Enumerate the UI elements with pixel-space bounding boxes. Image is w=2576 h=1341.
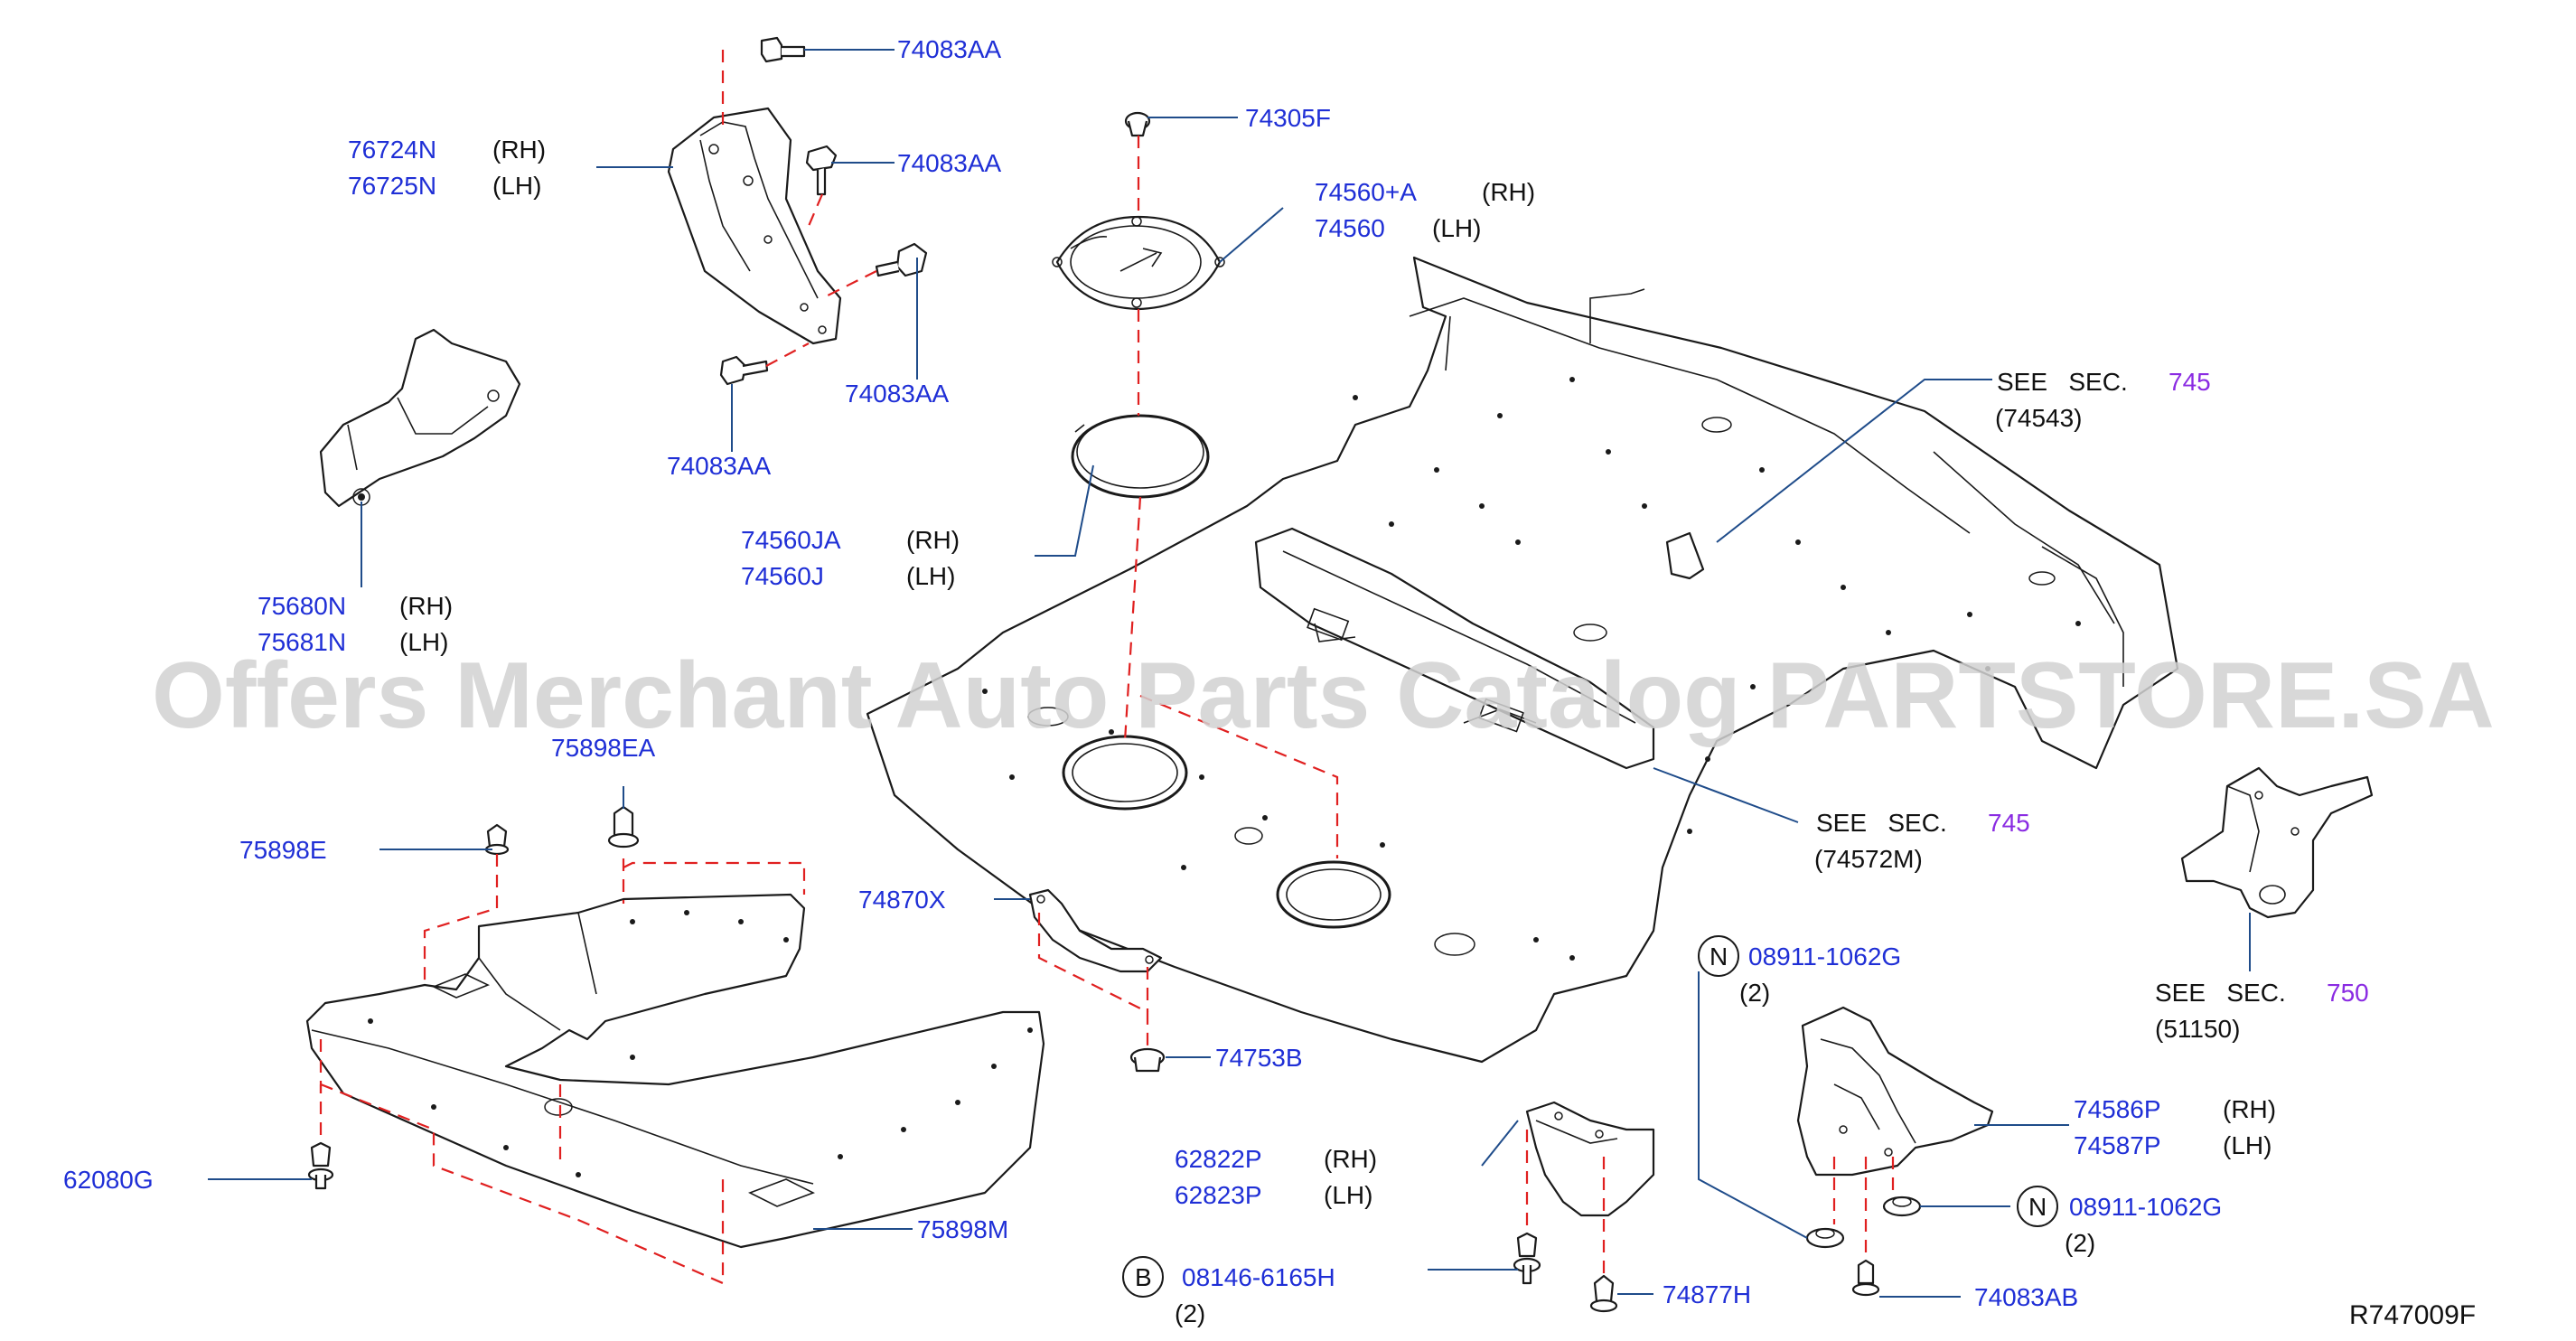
section-code: (51150) [2155,1015,2240,1043]
side-label: (LH) [1324,1181,1372,1209]
part-number[interactable]: 74560 [1315,214,1385,242]
under-cover-75898m [305,893,1045,1249]
section-code: (74572M) [1814,845,1923,873]
bracket-74870x [1028,888,1163,973]
side-label: (LH) [2223,1131,2272,1159]
section-code: (74543) [1995,404,2083,432]
side-label: (RH) [906,526,960,554]
bolt-icon [719,355,769,386]
side-label: (RH) [399,592,453,620]
nut-icon [1882,1196,1922,1217]
part-number[interactable]: 75681N [258,628,346,656]
part-number[interactable]: 74870X [858,886,946,914]
mudguard-62822p [1525,1101,1655,1217]
bracket-76724n [667,107,842,345]
part-number[interactable]: 74586P [2074,1095,2161,1123]
floor-panel [866,256,2179,1064]
side-label: (RH) [492,136,546,164]
bracket-51150 [2180,766,2374,919]
watermark: Offers Merchant Auto Parts Catalog PARTS… [152,643,2495,748]
side-label: (LH) [906,562,955,590]
bolt-icon [1513,1232,1541,1285]
see-section-label: SEE SEC. [1997,368,2128,396]
assembly-lines [319,50,1895,1285]
part-number[interactable]: 08146-6165H [1182,1263,1335,1291]
part-number[interactable]: 74083AA [897,149,1002,177]
bolt-icon [760,36,806,63]
see-section-label: SEE SEC. [1816,809,1947,837]
part-number[interactable]: 74560+A [1315,178,1417,206]
leader-lines [208,49,2251,1298]
grommet-icon [1129,1047,1166,1073]
badge-letter: B [1135,1263,1152,1291]
insulator-75680n [319,328,521,508]
part-number[interactable]: 62080G [63,1166,154,1194]
seal-ring [1071,414,1210,499]
diagram-reference-code: R747009F [2349,1300,2476,1330]
part-number[interactable]: 08911-1062G [2069,1193,2222,1221]
badge-letter: N [2028,1193,2047,1221]
part-number[interactable]: 62822P [1175,1145,1262,1173]
side-label: (RH) [2223,1095,2276,1123]
part-number[interactable]: 74083AB [1974,1283,2078,1311]
n-badge-icon [2017,1186,2058,1227]
section-number[interactable]: 745 [2169,368,2211,396]
bolt-icon [875,242,928,277]
fender-74586p [1796,1006,1994,1177]
part-number[interactable]: 75898M [917,1215,1008,1243]
b-badge-icon [1122,1256,1164,1298]
side-label: (LH) [492,172,541,200]
clip-icon [607,805,640,849]
part-number[interactable]: 75898E [239,836,327,864]
part-number[interactable]: 74305F [1245,104,1331,132]
part-number[interactable]: 74753B [1215,1044,1303,1072]
part-number[interactable]: 74877H [1663,1280,1751,1308]
part-number[interactable]: 76725N [348,172,436,200]
part-number[interactable]: 75680N [258,592,346,620]
section-number[interactable]: 750 [2327,979,2369,1007]
quantity: (2) [1739,979,1770,1007]
part-number[interactable]: 74083AA [845,380,950,408]
bolt-icon [1851,1259,1880,1297]
part-number[interactable]: 74560J [741,562,824,590]
part-number[interactable]: 62823P [1175,1181,1262,1209]
part-number[interactable]: 76724N [348,136,436,164]
n-badge-icon [1698,935,1739,977]
badge-letter: N [1710,942,1728,971]
side-label: (LH) [399,628,448,656]
part-number[interactable]: 74083AA [667,452,772,480]
part-number[interactable]: 74560JA [741,526,841,554]
side-label: (LH) [1432,214,1481,242]
part-number[interactable]: 75898EA [551,734,656,762]
nut-icon [1805,1227,1845,1249]
side-label: (RH) [1324,1145,1377,1173]
clip-icon [484,823,510,856]
part-number[interactable]: 74083AA [897,35,1002,63]
clip-icon [1589,1274,1618,1313]
quantity: (2) [2065,1229,2095,1257]
bolt-icon [307,1141,334,1190]
see-section-label: SEE SEC. [2155,979,2286,1007]
bolt-icon [805,145,838,196]
labels: 74083AA 74083AA 74083AA 74083AA 76724N (… [63,35,2476,1330]
quantity: (2) [1175,1299,1205,1327]
part-number[interactable]: 74587P [2074,1131,2161,1159]
side-label: (RH) [1482,178,1535,206]
section-number[interactable]: 745 [1988,809,2030,837]
part-number[interactable]: 08911-1062G [1748,942,1901,971]
